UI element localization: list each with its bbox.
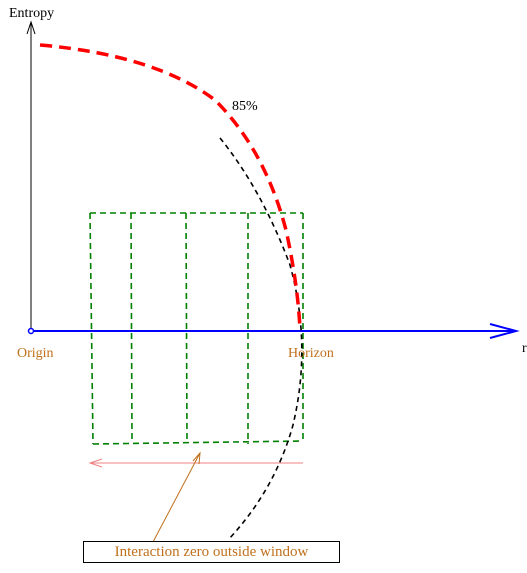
y-axis-label: Entropy [9, 6, 54, 21]
annotation-pointer [152, 451, 201, 543]
percentage-label: 85% [232, 99, 258, 114]
horizon-label: Horizon [288, 346, 334, 361]
origin-label: Origin [17, 346, 54, 361]
y-axis [26, 20, 36, 331]
red-dashed-curve [39, 43, 302, 331]
annotation-text: Interaction zero outside window [114, 543, 309, 560]
annotation-box: Interaction zero outside window [83, 541, 340, 563]
black-dashed-curve [219, 137, 303, 541]
origin-point [27, 327, 35, 335]
x-axis-label: r [522, 341, 527, 356]
interaction-window [89, 212, 304, 445]
window-arrow [88, 458, 303, 468]
x-axis [27, 323, 520, 339]
